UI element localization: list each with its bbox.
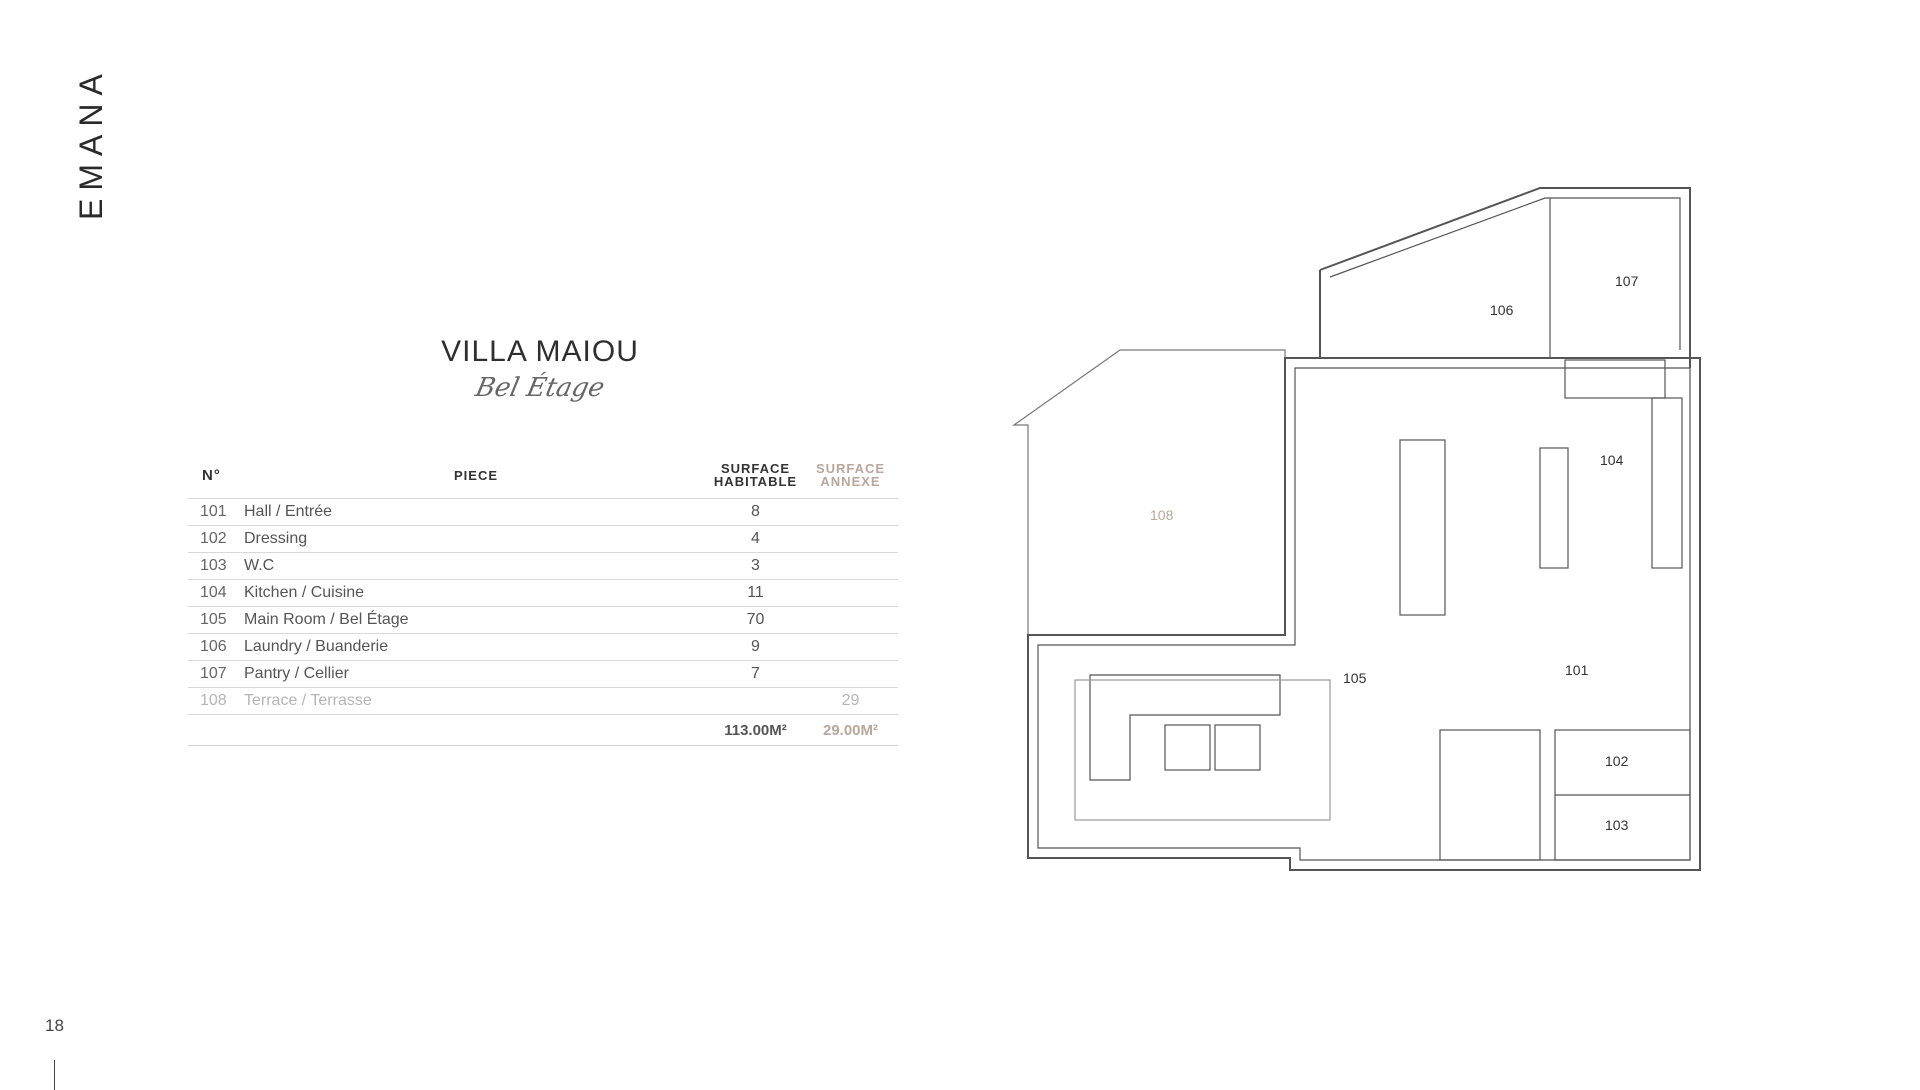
room-label-101: 101 — [1565, 662, 1589, 678]
table-row: 108 Terrace / Terrasse 29 — [188, 687, 898, 715]
page-title: VILLA MAIOU — [441, 335, 639, 368]
page-subtitle: Bel Étage — [472, 373, 608, 403]
floor-plan: 101 102 103 104 105 106 107 108 — [1000, 180, 1720, 895]
page-number: 18 — [45, 1016, 64, 1035]
table-row: 102 Dressing 4 — [188, 525, 898, 553]
inner-wall — [1037, 367, 1691, 861]
coffee-table-2 — [1214, 724, 1261, 771]
outer-wall — [1027, 357, 1701, 871]
terrace-outline — [1012, 349, 1286, 636]
room-label-105: 105 — [1343, 670, 1367, 686]
room-label-108: 108 — [1150, 507, 1174, 523]
stairs — [1439, 729, 1541, 861]
table-row: 107 Pantry / Cellier 7 — [188, 660, 898, 688]
col-num: N° — [202, 466, 221, 484]
total-annexe: 29.00M² — [803, 714, 898, 746]
col-piece: PIECE — [453, 467, 498, 483]
rug — [1074, 679, 1331, 821]
annex-wall — [1319, 187, 1691, 368]
kitchen-counter-side — [1651, 397, 1683, 569]
table-row: 104 Kitchen / Cuisine 11 — [188, 579, 898, 607]
brand-logo: EMANA — [37, 50, 109, 220]
sofa — [1089, 674, 1281, 781]
title-block: VILLA MAIOU Bel Étage — [400, 335, 680, 403]
annex-inner — [1329, 197, 1681, 350]
totals-row: 113.00M² 29.00M² — [188, 714, 898, 746]
table-row: 103 W.C 3 — [188, 552, 898, 580]
room-label-107: 107 — [1615, 273, 1639, 289]
page-divider — [54, 1060, 55, 1090]
room-label-103: 103 — [1605, 817, 1629, 833]
coffee-table-1 — [1164, 724, 1211, 771]
dining-table — [1399, 439, 1446, 616]
brand-name: EMANA — [73, 66, 109, 220]
kitchen-counter — [1564, 359, 1666, 399]
room-label-106: 106 — [1490, 302, 1514, 318]
table-row: 106 Laundry / Buanderie 9 — [188, 633, 898, 661]
room-label-102: 102 — [1605, 753, 1629, 769]
room-label-104: 104 — [1600, 452, 1624, 468]
table-row: 101 Hall / Entrée 8 — [188, 498, 898, 526]
total-habitable: 113.00M² — [708, 714, 803, 746]
kitchen-island — [1539, 447, 1569, 569]
table-row: 105 Main Room / Bel Étage 70 — [188, 606, 898, 634]
